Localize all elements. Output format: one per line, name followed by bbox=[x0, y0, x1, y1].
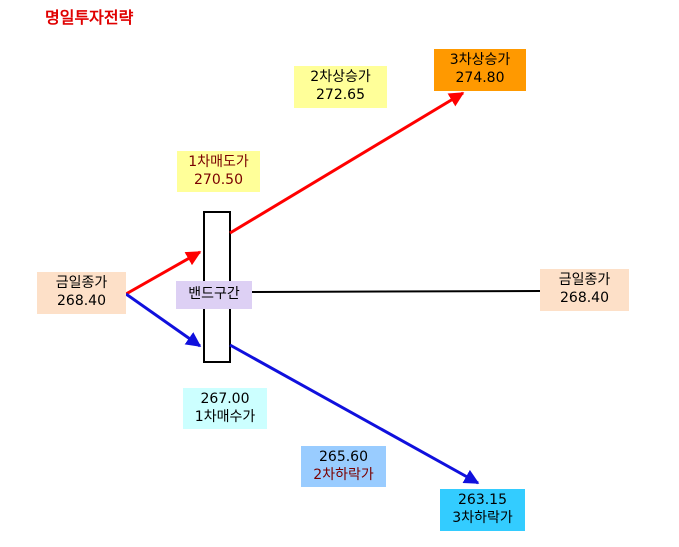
node-down3: 263.15 3차하락가 bbox=[440, 489, 525, 531]
node-close-left: 금일종가 268.40 bbox=[37, 272, 126, 314]
node-down2-label: 2차하락가 bbox=[313, 467, 374, 483]
arrow-down-long bbox=[229, 343, 480, 485]
node-sell1: 1차매도가 270.50 bbox=[177, 151, 260, 192]
node-buy1-label: 1차매수가 bbox=[194, 409, 256, 425]
node-up3-label: 3차상승가 bbox=[449, 52, 511, 68]
node-band: 밴드구간 bbox=[176, 281, 252, 309]
node-up2-label: 2차상승가 bbox=[310, 69, 371, 85]
node-up2-value: 272.65 bbox=[316, 87, 365, 103]
arrow-down-left bbox=[125, 292, 202, 348]
node-down2: 265.60 2차하락가 bbox=[301, 446, 386, 487]
node-down3-value: 263.15 bbox=[458, 492, 507, 508]
node-up2: 2차상승가 272.65 bbox=[294, 66, 387, 108]
arrow-up-long bbox=[229, 91, 465, 235]
node-close-right-label: 금일종가 bbox=[558, 272, 611, 288]
line-mid bbox=[251, 290, 541, 293]
node-close-right: 금일종가 268.40 bbox=[540, 269, 629, 311]
node-band-label: 밴드구간 bbox=[188, 286, 240, 302]
node-sell1-value: 270.50 bbox=[194, 172, 243, 188]
node-up3: 3차상승가 274.80 bbox=[434, 49, 526, 91]
node-down2-value: 265.60 bbox=[319, 449, 368, 465]
node-up3-value: 274.80 bbox=[455, 70, 505, 86]
node-buy1-value: 267.00 bbox=[200, 391, 250, 407]
node-down3-label: 3차하락가 bbox=[452, 510, 513, 526]
arrow-up-left bbox=[125, 250, 202, 296]
page-title: 명일투자전략 bbox=[45, 8, 134, 27]
node-sell1-label: 1차매도가 bbox=[188, 154, 249, 170]
node-buy1: 267.00 1차매수가 bbox=[183, 388, 267, 429]
node-close-left-label: 금일종가 bbox=[55, 275, 108, 291]
node-close-right-value: 268.40 bbox=[560, 290, 609, 306]
node-close-left-value: 268.40 bbox=[57, 293, 106, 309]
